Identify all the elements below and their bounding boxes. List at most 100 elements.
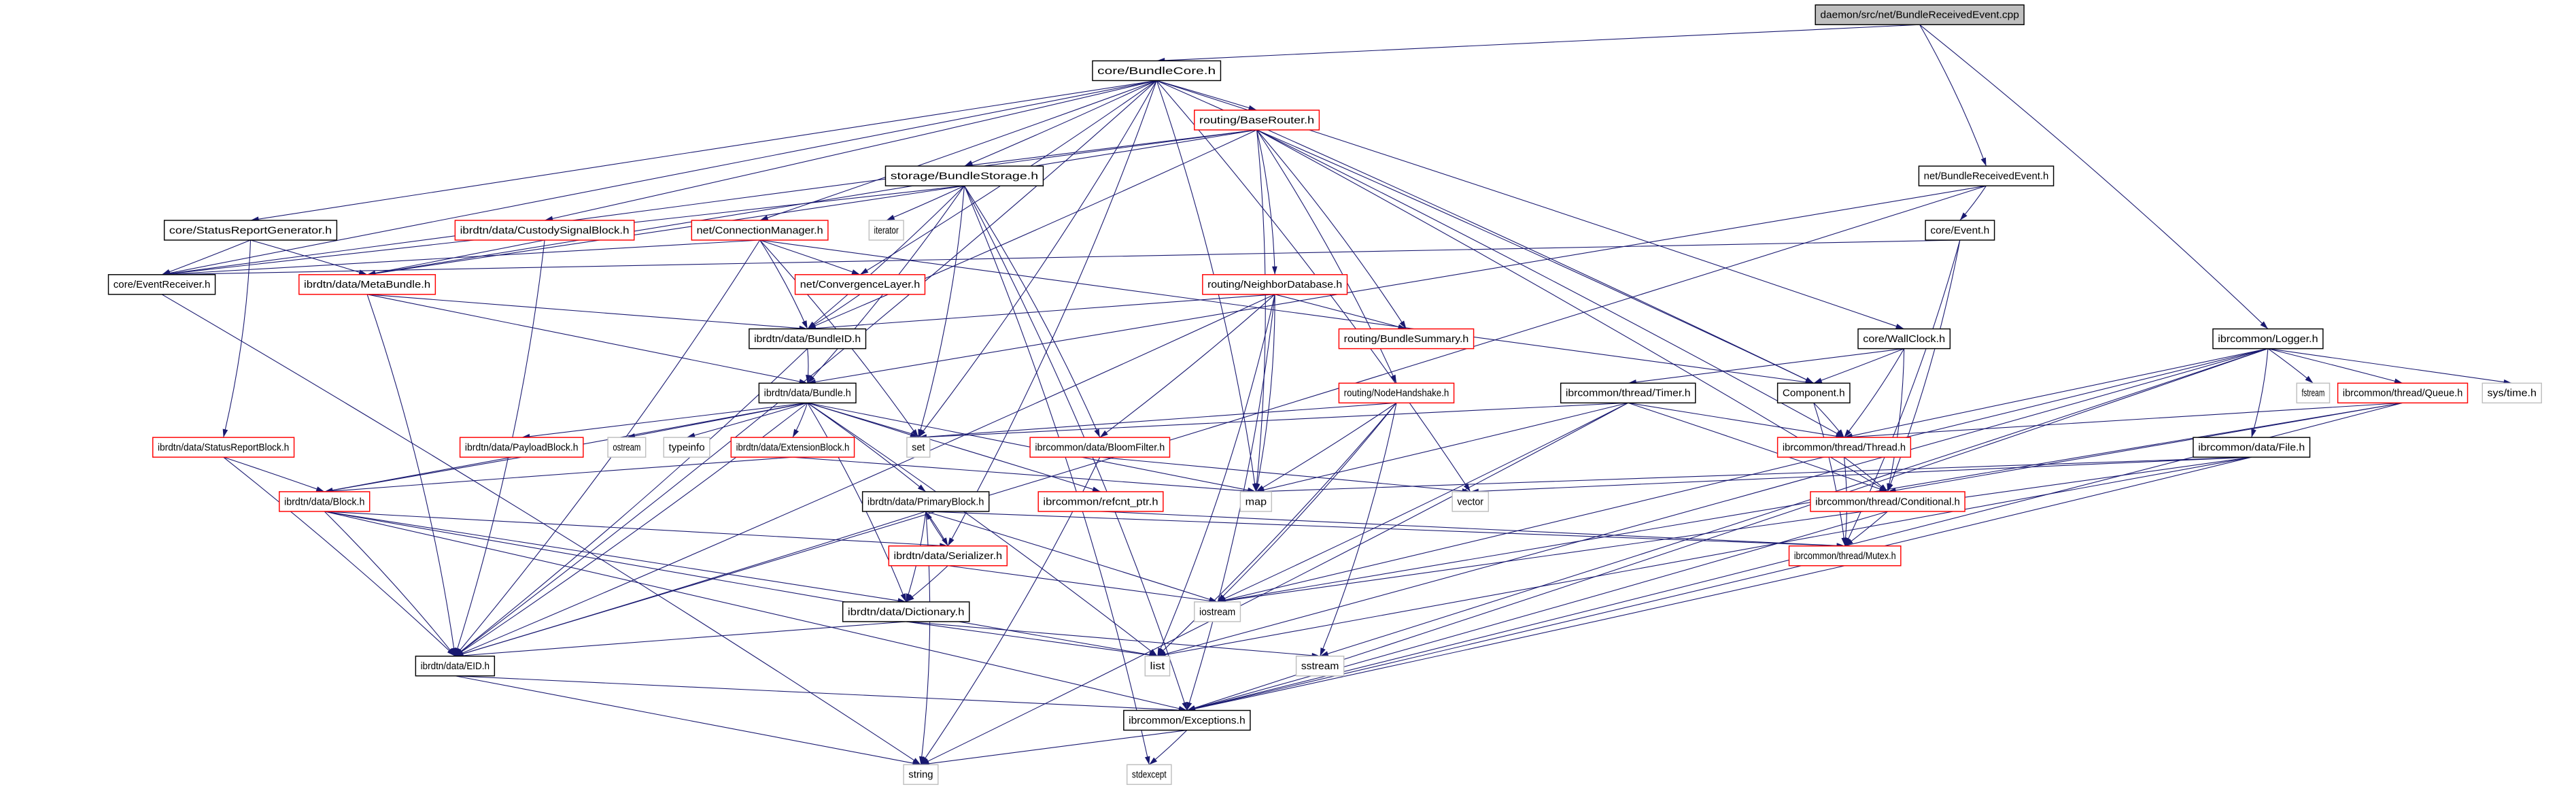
node-box[interactable]: [730, 437, 855, 458]
node-box[interactable]: [1857, 328, 1951, 350]
node-box[interactable]: [163, 220, 338, 241]
node-box[interactable]: [2481, 382, 2542, 404]
node-extblock[interactable]: ibrdtn/data/ExtensionBlock.h: [730, 437, 855, 458]
node-conditional[interactable]: ibrcommon/thread/Conditional.h: [1810, 491, 1965, 512]
node-box[interactable]: [1037, 491, 1164, 512]
node-thread[interactable]: ibrcommon/thread/Thread.h: [1776, 437, 1912, 458]
node-set[interactable]: set: [906, 437, 931, 458]
node-srg[interactable]: core/StatusReportGenerator.h: [163, 220, 338, 241]
node-box[interactable]: [1239, 491, 1273, 512]
node-box[interactable]: [1338, 328, 1475, 350]
node-box[interactable]: [1295, 656, 1345, 677]
node-box[interactable]: [459, 437, 584, 458]
node-box[interactable]: [1126, 764, 1172, 786]
node-map[interactable]: map: [1239, 491, 1273, 512]
node-sstream[interactable]: sstream: [1295, 656, 1345, 677]
node-box[interactable]: [2193, 437, 2311, 458]
node-dictionary[interactable]: ibrdtn/data/Dictionary.h: [842, 601, 970, 622]
node-box[interactable]: [1776, 382, 1851, 404]
node-handshake[interactable]: routing/NodeHandshake.h: [1338, 382, 1455, 404]
node-serializer[interactable]: ibrdtn/data/Serializer.h: [888, 545, 1008, 567]
node-summary[interactable]: routing/BundleSummary.h: [1338, 328, 1475, 350]
node-box[interactable]: [279, 491, 371, 512]
node-component[interactable]: Component.h: [1776, 382, 1851, 404]
node-vector[interactable]: vector: [1452, 491, 1490, 512]
node-box[interactable]: [861, 491, 990, 512]
node-refcnt[interactable]: ibrcommon/refcnt_ptr.h: [1037, 491, 1164, 512]
node-srb[interactable]: ibrdtn/data/StatusReportBlock.h: [152, 437, 295, 458]
node-box[interactable]: [1144, 656, 1171, 677]
node-list[interactable]: list: [1144, 656, 1171, 677]
node-mutex[interactable]: ibrcommon/thread/Mutex.h: [1788, 545, 1902, 567]
node-metabundle[interactable]: ibrdtn/data/MetaBundle.h: [298, 274, 436, 295]
node-box[interactable]: [1918, 165, 2055, 186]
node-typeinfo[interactable]: typeinfo: [663, 437, 710, 458]
node-stdexcept[interactable]: stdexcept: [1126, 764, 1172, 786]
node-box[interactable]: [415, 656, 496, 677]
node-file[interactable]: ibrcommon/data/File.h: [2193, 437, 2311, 458]
node-logger[interactable]: ibrcommon/Logger.h: [2212, 328, 2324, 350]
node-wallclock[interactable]: core/WallClock.h: [1857, 328, 1951, 350]
node-box[interactable]: [1123, 709, 1251, 731]
node-box[interactable]: [1338, 382, 1455, 404]
node-box[interactable]: [1194, 601, 1241, 622]
node-payload[interactable]: ibrdtn/data/PayloadBlock.h: [459, 437, 584, 458]
node-box[interactable]: [1452, 491, 1490, 512]
node-box[interactable]: [749, 328, 867, 350]
node-connmgr[interactable]: net/ConnectionManager.h: [691, 220, 829, 241]
node-box[interactable]: [663, 437, 710, 458]
node-box[interactable]: [1560, 382, 1696, 404]
node-iterator[interactable]: iterator: [868, 220, 904, 241]
node-convlayer[interactable]: net/ConvergenceLayer.h: [794, 274, 926, 295]
node-box[interactable]: [888, 545, 1008, 567]
node-box[interactable]: [1925, 220, 1995, 241]
node-box[interactable]: [2337, 382, 2469, 404]
node-ostream[interactable]: ostream: [607, 437, 647, 458]
node-bundleid[interactable]: ibrdtn/data/BundleID.h: [749, 328, 867, 350]
node-fstream[interactable]: fstream: [2296, 382, 2331, 404]
node-box[interactable]: [903, 764, 939, 786]
node-box[interactable]: [906, 437, 931, 458]
node-bundle[interactable]: ibrdtn/data/Bundle.h: [758, 382, 857, 404]
node-box[interactable]: [2212, 328, 2324, 350]
node-box[interactable]: [1202, 274, 1348, 295]
node-neighbordb[interactable]: routing/NeighborDatabase.h: [1202, 274, 1348, 295]
node-box[interactable]: [454, 220, 635, 241]
node-box[interactable]: [107, 274, 216, 295]
node-csb[interactable]: ibrdtn/data/CustodySignalBlock.h: [454, 220, 635, 241]
node-eid[interactable]: ibrdtn/data/EID.h: [415, 656, 496, 677]
node-box[interactable]: [758, 382, 857, 404]
node-box[interactable]: [607, 437, 647, 458]
node-box[interactable]: [1810, 491, 1965, 512]
node-box[interactable]: [1776, 437, 1912, 458]
node-box[interactable]: [298, 274, 436, 295]
node-box[interactable]: [1815, 4, 2025, 25]
node-box[interactable]: [885, 165, 1044, 186]
node-box[interactable]: [1029, 437, 1171, 458]
node-queue[interactable]: ibrcommon/thread/Queue.h: [2337, 382, 2469, 404]
node-bre[interactable]: net/BundleReceivedEvent.h: [1918, 165, 2055, 186]
node-string[interactable]: string: [903, 764, 939, 786]
node-bloom[interactable]: ibrcommon/data/BloomFilter.h: [1029, 437, 1171, 458]
node-timer[interactable]: ibrcommon/thread/Timer.h: [1560, 382, 1696, 404]
node-storage[interactable]: storage/BundleStorage.h: [885, 165, 1044, 186]
node-baserouter[interactable]: routing/BaseRouter.h: [1194, 110, 1320, 131]
node-box[interactable]: [1788, 545, 1902, 567]
node-exceptions[interactable]: ibrcommon/Exceptions.h: [1123, 709, 1251, 731]
node-primary[interactable]: ibrdtn/data/PrimaryBlock.h: [861, 491, 990, 512]
node-box[interactable]: [1194, 110, 1320, 131]
node-systime[interactable]: sys/time.h: [2481, 382, 2542, 404]
node-event[interactable]: core/Event.h: [1925, 220, 1995, 241]
node-box[interactable]: [794, 274, 926, 295]
node-box[interactable]: [842, 601, 970, 622]
node-iostream[interactable]: iostream: [1194, 601, 1241, 622]
node-cpp[interactable]: daemon/src/net/BundleReceivedEvent.cpp: [1815, 4, 2025, 25]
node-box[interactable]: [152, 437, 295, 458]
node-bundlecore[interactable]: core/BundleCore.h: [1092, 60, 1222, 82]
node-block[interactable]: ibrdtn/data/Block.h: [279, 491, 371, 512]
node-eventreceiver[interactable]: core/EventReceiver.h: [107, 274, 216, 295]
node-box[interactable]: [2296, 382, 2331, 404]
node-box[interactable]: [691, 220, 829, 241]
node-box[interactable]: [1092, 60, 1222, 82]
node-box[interactable]: [868, 220, 904, 241]
